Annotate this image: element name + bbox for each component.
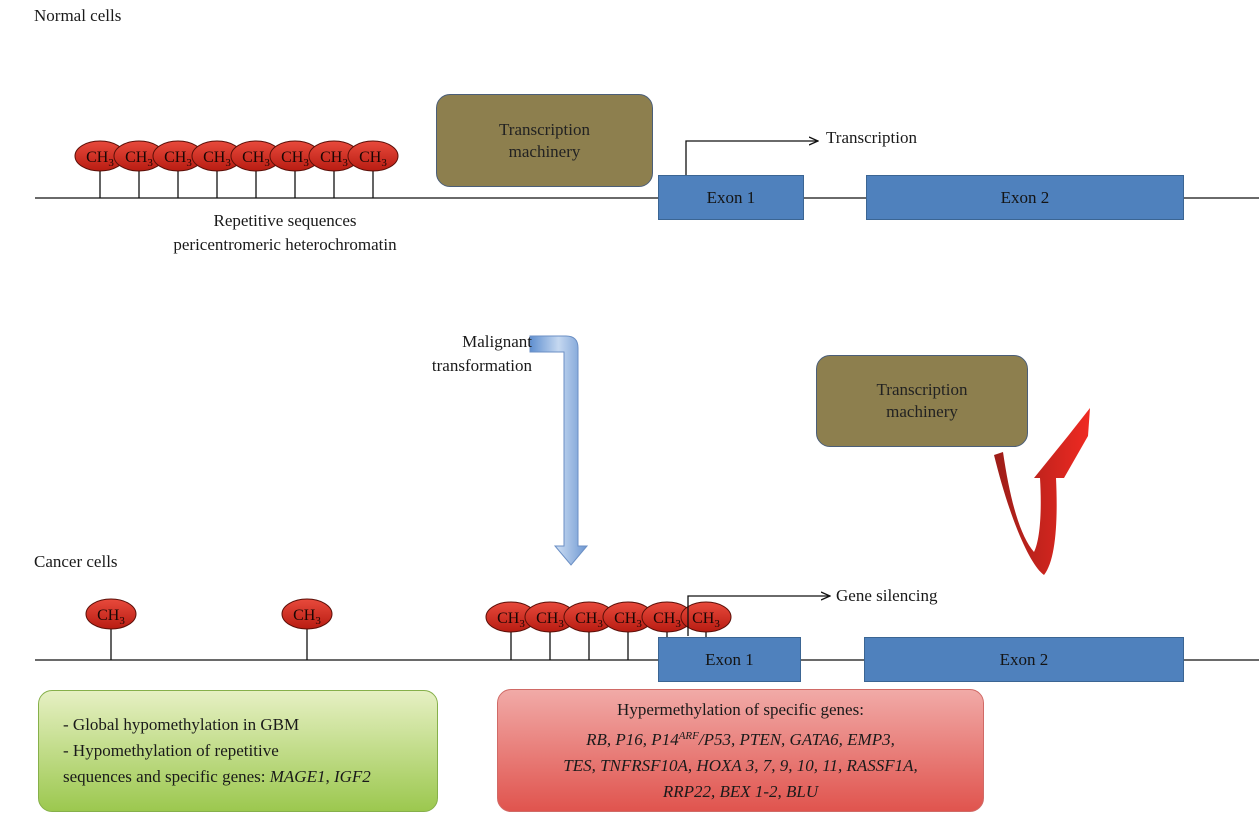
gene-silencing-label: Gene silencing xyxy=(836,586,938,605)
normal-methyl-stalks xyxy=(99,170,374,198)
normal-methyl-6-text: CH3 xyxy=(281,149,309,169)
repetitive-sequences-label: Repetitive sequences pericentromeric het… xyxy=(100,211,470,255)
cancer-exon-2: Exon 2 xyxy=(864,637,1184,682)
normal-methyl-5: CH3 xyxy=(230,140,282,172)
transcription-label: Transcription xyxy=(826,128,917,147)
transcription-arrow xyxy=(685,141,818,175)
cancer-promoter-methyl-6-text: CH3 xyxy=(692,610,720,630)
cancer-promoter-methyl-6: CH3 xyxy=(680,601,732,633)
cancer-promoter-methyl-1-text: CH3 xyxy=(497,610,525,630)
repetitive-label-line2: pericentromeric heterochromatin xyxy=(173,235,397,254)
cancer-promoter-methyl-4: CH3 xyxy=(602,601,654,633)
normal-machinery-line1: Transcription xyxy=(499,119,590,139)
normal-methyl-2: CH3 xyxy=(113,140,165,172)
genes-line3: RRP22, BEX 1-2, BLU xyxy=(662,781,819,801)
normal-methyl-8-text: CH3 xyxy=(359,149,387,169)
hypomethylation-line3: sequences and specific genes: MAGE1, IGF… xyxy=(63,767,371,786)
normal-exon-1: Exon 1 xyxy=(658,175,804,220)
cancer-promoter-methyl-2-text: CH3 xyxy=(536,610,564,630)
normal-methyl-6: CH3 xyxy=(269,140,321,172)
gene-silencing-arrow xyxy=(687,596,830,636)
cancer-scattered-methyl-2-ellipse xyxy=(281,598,333,630)
normal-cells-label: Normal cells xyxy=(34,6,122,25)
hypomethylation-box: - Global hypomethylation in GBM - Hypome… xyxy=(38,690,438,812)
hypermethylation-line2: TES, TNFRSF10A, HOXA 3, 7, 9, 10, 11, RA… xyxy=(563,753,917,779)
normal-methyl-3: CH3 xyxy=(152,140,204,172)
cancer-scattered-methyl-2-text: CH3 xyxy=(293,607,321,627)
normal-methyl-8-ellipse xyxy=(347,140,399,172)
malignant-transformation-arrow xyxy=(529,335,589,566)
cancer-promoter-methyl-6-ellipse xyxy=(680,601,732,633)
cancer-promoter-methyl-4-text: CH3 xyxy=(614,610,642,630)
normal-machinery-line2: machinery xyxy=(508,141,581,161)
cancer-exon-1: Exon 1 xyxy=(658,637,801,682)
cancer-scattered-methyl-1-text: CH3 xyxy=(97,607,125,627)
hypermethylation-title: Hypermethylation of specific genes: xyxy=(617,699,864,719)
rejection-arrow xyxy=(994,408,1090,575)
hypomethylation-line2: - Hypomethylation of repetitive xyxy=(63,741,279,760)
hypermethylation-line3: RRP22, BEX 1-2, BLU xyxy=(663,779,818,805)
normal-methyl-5-text: CH3 xyxy=(242,149,270,169)
normal-methyl-3-text: CH3 xyxy=(164,149,192,169)
genes-line1-start: RB, P16, P14 xyxy=(586,729,679,749)
normal-exon-2: Exon 2 xyxy=(866,175,1184,220)
cancer-promoter-methyl-1: CH3 xyxy=(485,601,537,633)
gene-mage1: MAGE1 xyxy=(269,767,326,786)
normal-methyl-4-text: CH3 xyxy=(203,149,231,169)
genes-line1-sup: ARF xyxy=(678,729,699,742)
normal-methyl-7-text: CH3 xyxy=(320,149,348,169)
hypermethylation-box: Hypermethylation of specific genes: RB, … xyxy=(497,689,984,812)
cancer-promoter-methyl-5-text: CH3 xyxy=(653,610,681,630)
hypermethylation-line1: RB, P16, P14ARF/P53, PTEN, GATA6, EMP3, xyxy=(586,723,895,753)
cancer-machinery-line2: machinery xyxy=(886,402,958,421)
normal-methyl-group: CH3 CH3 CH3 CH3 CH3 CH3 CH3 CH3 xyxy=(74,140,399,172)
cancer-promoter-methyl: CH3 CH3 CH3 CH3 CH3 CH3 xyxy=(485,601,732,633)
normal-methyl-1-text: CH3 xyxy=(86,149,114,169)
genes-line2: TES, TNFRSF10A, HOXA 3, 7, 9, 10, 11, RA… xyxy=(563,755,918,775)
cancer-promoter-methyl-5: CH3 xyxy=(641,601,693,633)
cancer-scattered-methyl: CH3 CH3 xyxy=(85,598,333,630)
cancer-scattered-methyl-1: CH3 xyxy=(85,598,137,630)
cancer-promoter-methyl-3-text: CH3 xyxy=(575,610,603,630)
normal-methyl-7: CH3 xyxy=(308,140,360,172)
normal-transcription-machinery: Transcription machinery xyxy=(436,94,653,187)
cancer-cells-label: Cancer cells xyxy=(34,552,118,571)
hypomethylation-line3-prefix: sequences and specific genes: xyxy=(63,767,270,786)
cancer-machinery-line1: Transcription xyxy=(876,380,968,399)
hypomethylation-line1: - Global hypomethylation in GBM xyxy=(63,715,300,734)
normal-methyl-2-text: CH3 xyxy=(125,149,153,169)
genes-line1-end: /P53, PTEN, GATA6, EMP3, xyxy=(698,729,895,749)
gene-igf2: IGF2 xyxy=(333,767,371,786)
cancer-scattered-stalks xyxy=(110,628,308,660)
cancer-transcription-machinery: Transcription machinery xyxy=(816,355,1028,447)
cancer-scattered-methyl-2: CH3 xyxy=(281,598,333,630)
transition-label-line1: Malignant xyxy=(462,332,532,351)
normal-methyl-8: CH3 xyxy=(347,140,399,172)
cancer-promoter-methyl-2: CH3 xyxy=(524,601,576,633)
cancer-scattered-methyl-1-ellipse xyxy=(85,598,137,630)
repetitive-label-line1: Repetitive sequences xyxy=(213,211,357,230)
cancer-promoter-methyl-3: CH3 xyxy=(563,601,615,633)
transition-label-line2: transformation xyxy=(431,356,532,375)
